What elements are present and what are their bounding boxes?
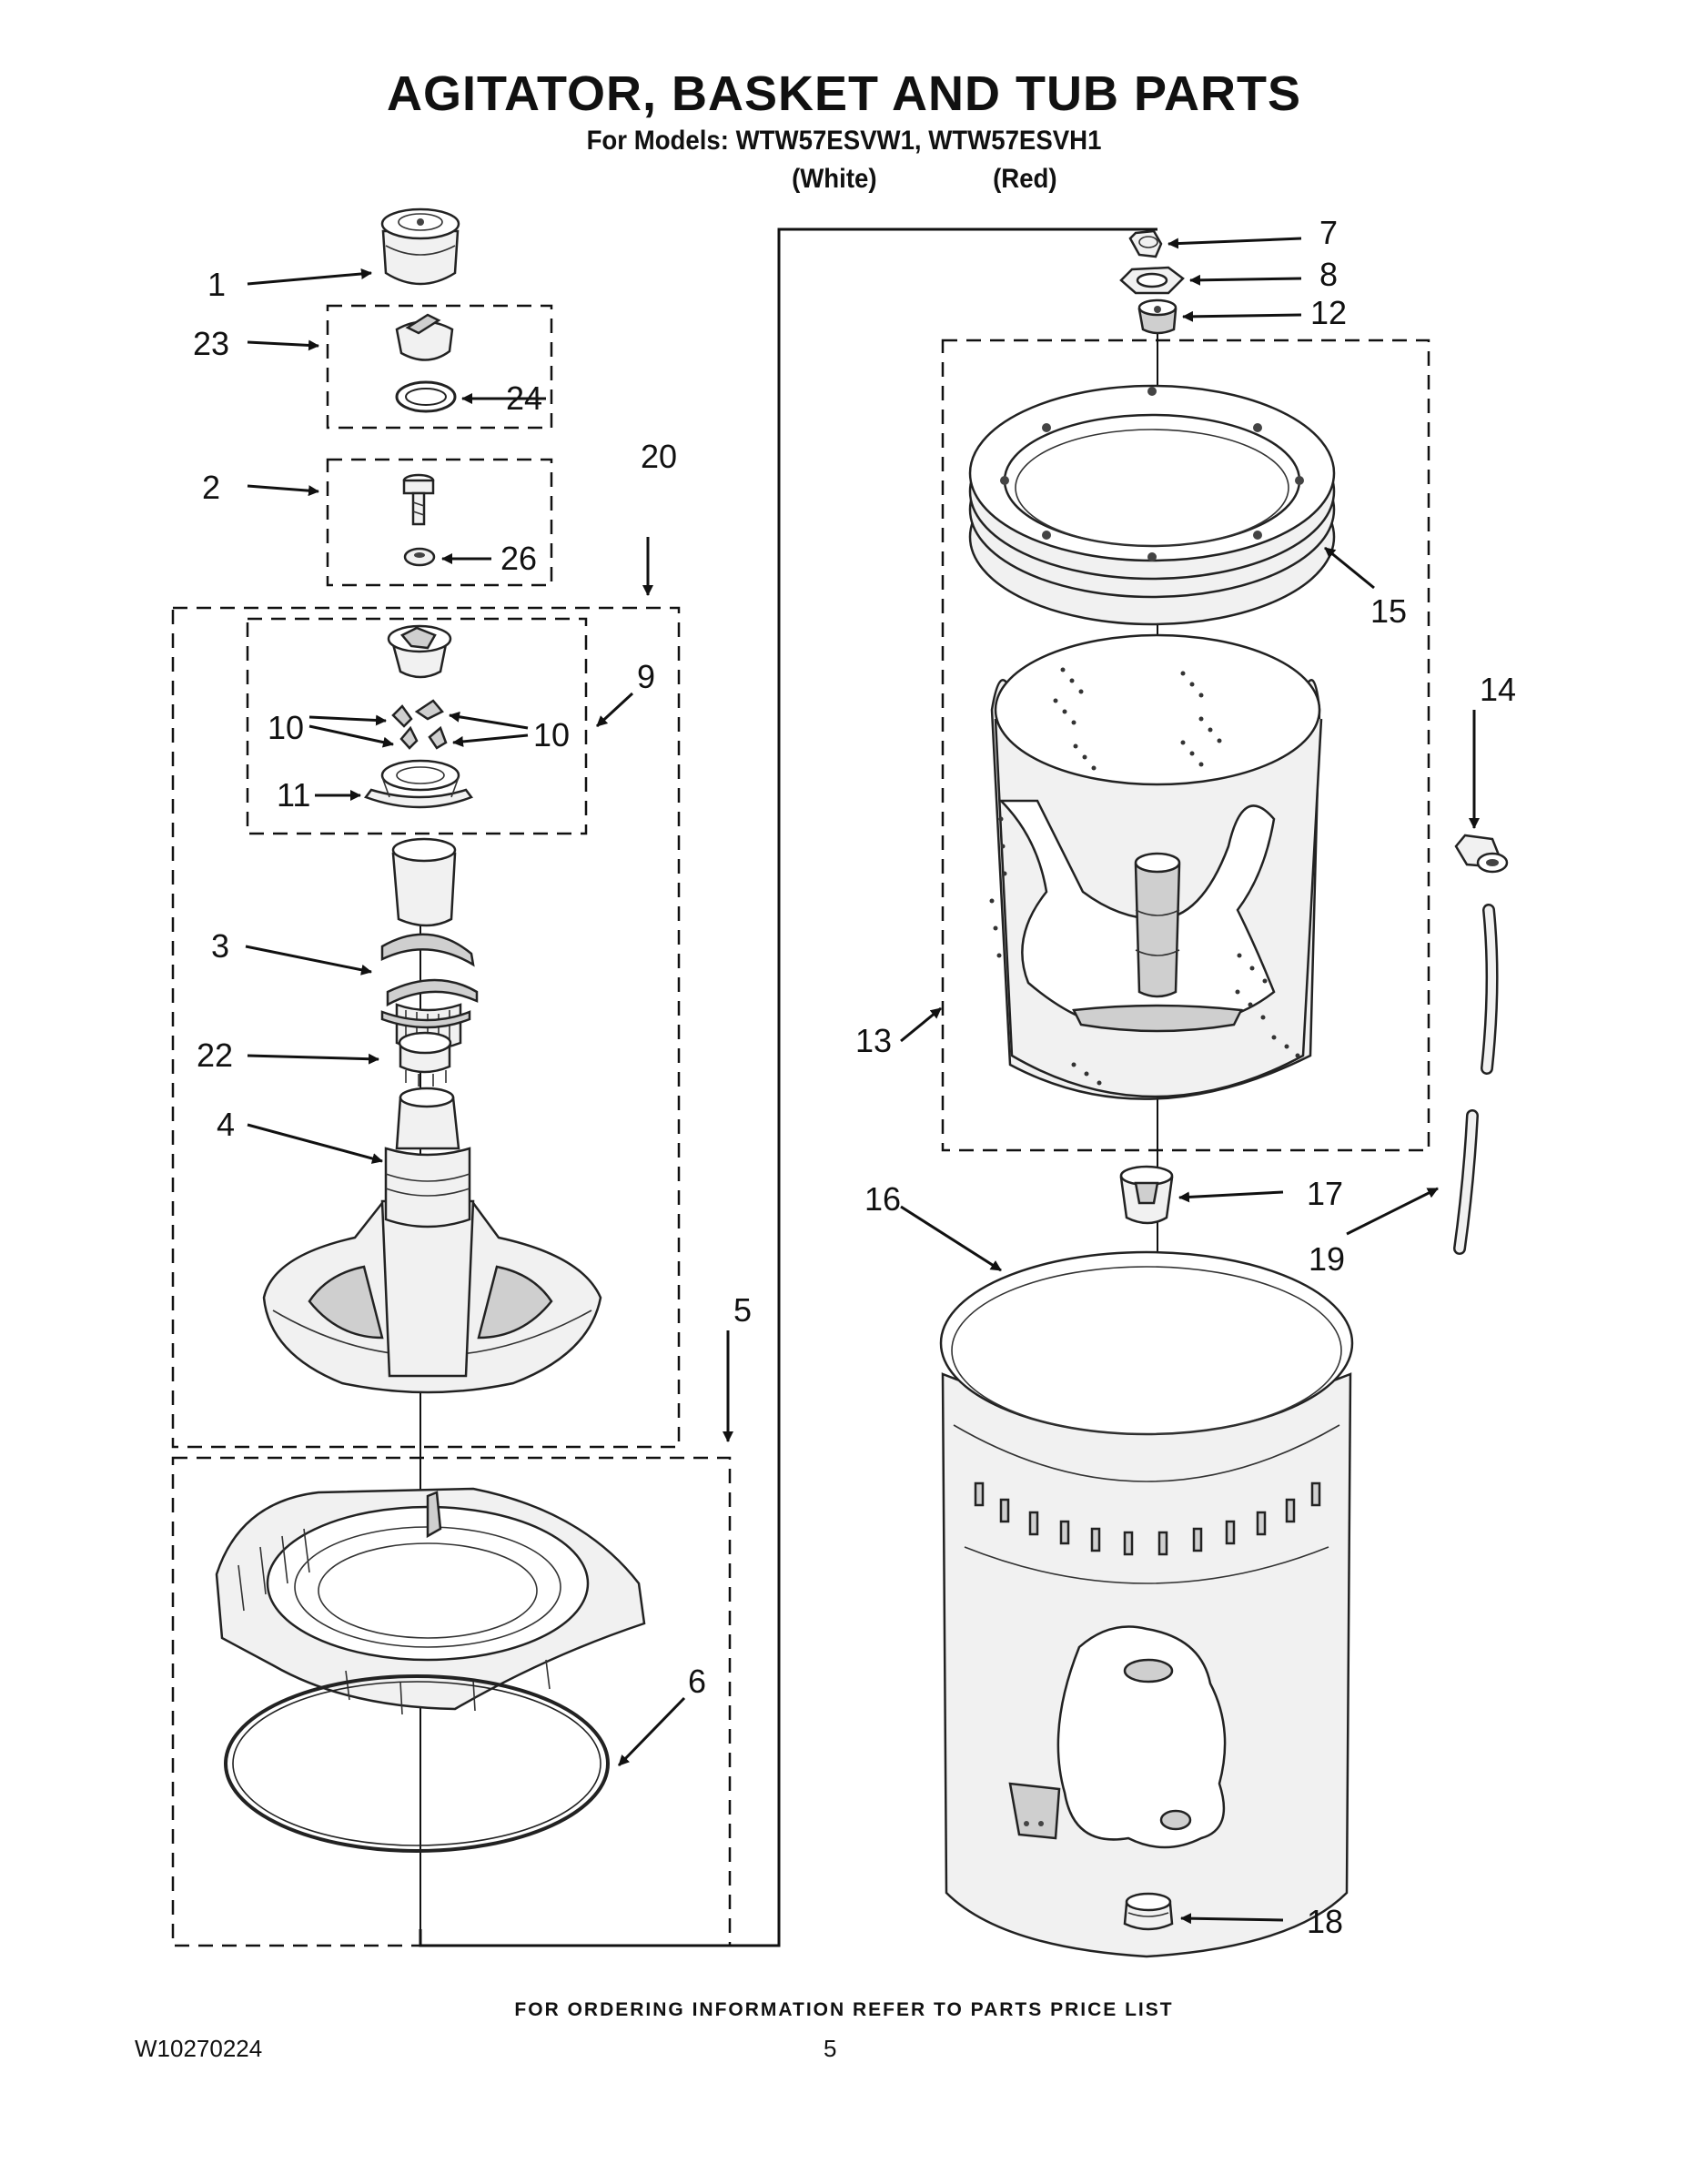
callout-5: 5 xyxy=(733,1291,752,1329)
part-15-balance-ring xyxy=(968,384,1336,626)
part-5-tub-ring xyxy=(215,1487,646,1715)
part-22-cam xyxy=(398,1031,452,1087)
callout-19: 19 xyxy=(1309,1240,1345,1278)
callout-4: 4 xyxy=(217,1106,235,1143)
part-10-dogs xyxy=(391,699,448,750)
models-subtitle: For Models: WTW57ESVW1, WTW57ESVH1 xyxy=(586,126,1102,156)
page-number: 5 xyxy=(824,2035,837,2062)
part-13-basket xyxy=(989,633,1323,1100)
callout-10-right: 10 xyxy=(533,716,570,753)
callout-12: 12 xyxy=(1310,294,1347,331)
callout-11: 11 xyxy=(277,776,310,814)
ordering-info-note: FOR ORDERING INFORMATION REFER TO PARTS … xyxy=(514,1999,1174,2020)
part-14-hose-clamp xyxy=(1454,834,1509,874)
callout-15: 15 xyxy=(1370,592,1407,630)
group-box-23 xyxy=(326,304,553,430)
part-18-drain-boot xyxy=(1123,1892,1174,1931)
callout-22: 22 xyxy=(197,1036,233,1074)
part-8-clamp xyxy=(1119,266,1185,295)
callout-26: 26 xyxy=(500,540,537,577)
group-box-2 xyxy=(326,458,553,587)
part-2-bolt xyxy=(402,473,435,526)
part-3-upper-agitator xyxy=(380,837,479,1051)
part-12-nut xyxy=(1137,298,1178,335)
part-19-hose xyxy=(1453,904,1499,1255)
callout-10-left: 10 xyxy=(268,709,304,746)
part-24-o-ring xyxy=(395,380,457,413)
group-box-20 xyxy=(171,606,681,1449)
callout-18: 18 xyxy=(1307,1903,1343,1940)
part-1-dispenser-cup xyxy=(380,207,460,286)
callout-17: 17 xyxy=(1307,1175,1343,1212)
callout-14: 14 xyxy=(1480,671,1516,708)
group-box-13 xyxy=(941,339,1430,1152)
callout-23: 23 xyxy=(193,325,229,362)
document-number: W10270224 xyxy=(135,2035,263,2062)
part-9-cog xyxy=(387,624,452,679)
assembly-connector-line xyxy=(419,228,1157,1947)
callout-24: 24 xyxy=(506,379,542,417)
variant-red-label: (Red) xyxy=(993,164,1057,194)
callout-2: 2 xyxy=(202,469,220,506)
part-6-tub-seal xyxy=(224,1674,610,1853)
group-box-5 xyxy=(171,1456,732,1947)
variant-white-label: (White) xyxy=(792,164,877,194)
part-26-washer xyxy=(403,547,436,567)
callout-9: 9 xyxy=(637,658,655,695)
callout-13: 13 xyxy=(855,1022,892,1059)
callout-7: 7 xyxy=(1319,214,1338,251)
part-16-outer-tub xyxy=(939,1250,1354,1958)
part-11-retainer-ring xyxy=(363,759,473,809)
callout-6: 6 xyxy=(688,1663,706,1700)
part-17-hub xyxy=(1119,1165,1174,1225)
callout-16: 16 xyxy=(864,1180,901,1218)
part-23-cap xyxy=(395,313,454,361)
callout-1: 1 xyxy=(207,266,226,303)
callout-3: 3 xyxy=(211,927,229,965)
part-4-lower-agitator xyxy=(262,1087,602,1394)
page-title: AGITATOR, BASKET AND TUB PARTS xyxy=(387,66,1301,121)
part-7-clip xyxy=(1128,229,1163,258)
group-box-9 xyxy=(246,617,588,835)
callout-8: 8 xyxy=(1319,256,1338,293)
callout-20: 20 xyxy=(641,438,677,475)
